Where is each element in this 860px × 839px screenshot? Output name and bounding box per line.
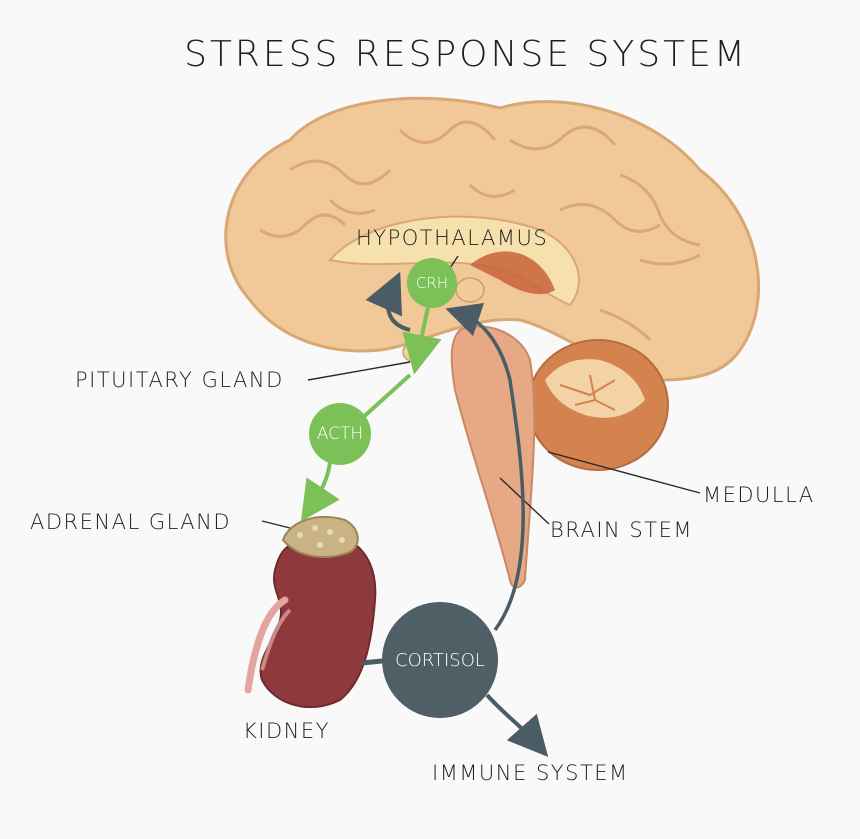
cortisol-to-brain-arrow xyxy=(445,302,525,632)
crh-node xyxy=(407,258,457,308)
page-title: STRESS RESPONSE SYSTEM xyxy=(184,34,748,75)
crh-to-pituitary-arrow xyxy=(402,307,442,375)
acth-label: ACTH xyxy=(316,424,364,444)
cortisol-node xyxy=(382,602,498,718)
pituitary-to-acth-arrow xyxy=(358,373,412,422)
feedback-arrow-to-hypothalamus xyxy=(365,271,411,332)
brain-illustration xyxy=(224,96,761,589)
hypothalamus-label: HYPOTHALAMUS xyxy=(356,226,549,250)
kidney-label: KIDNEY xyxy=(243,719,330,743)
acth-node xyxy=(309,403,371,465)
adrenal-gland-label: ADRENAL GLAND xyxy=(30,510,232,534)
acth-to-adrenal-arrow xyxy=(300,461,340,522)
cortisol-to-immune-arrow xyxy=(485,693,549,757)
kidney-shape xyxy=(259,533,377,709)
brain-stem-label: BRAIN STEM xyxy=(550,518,693,542)
kidney-illustration xyxy=(244,515,377,709)
medulla-label: MEDULLA xyxy=(703,483,815,507)
cortisol-label: CORTISOL xyxy=(395,650,485,671)
brain-stem-shape xyxy=(450,325,536,589)
immune-system-label: IMMUNE SYSTEM xyxy=(432,761,629,785)
crh-label: CRH xyxy=(415,274,449,292)
pituitary-gland-label: PITUITARY GLAND xyxy=(75,368,284,392)
